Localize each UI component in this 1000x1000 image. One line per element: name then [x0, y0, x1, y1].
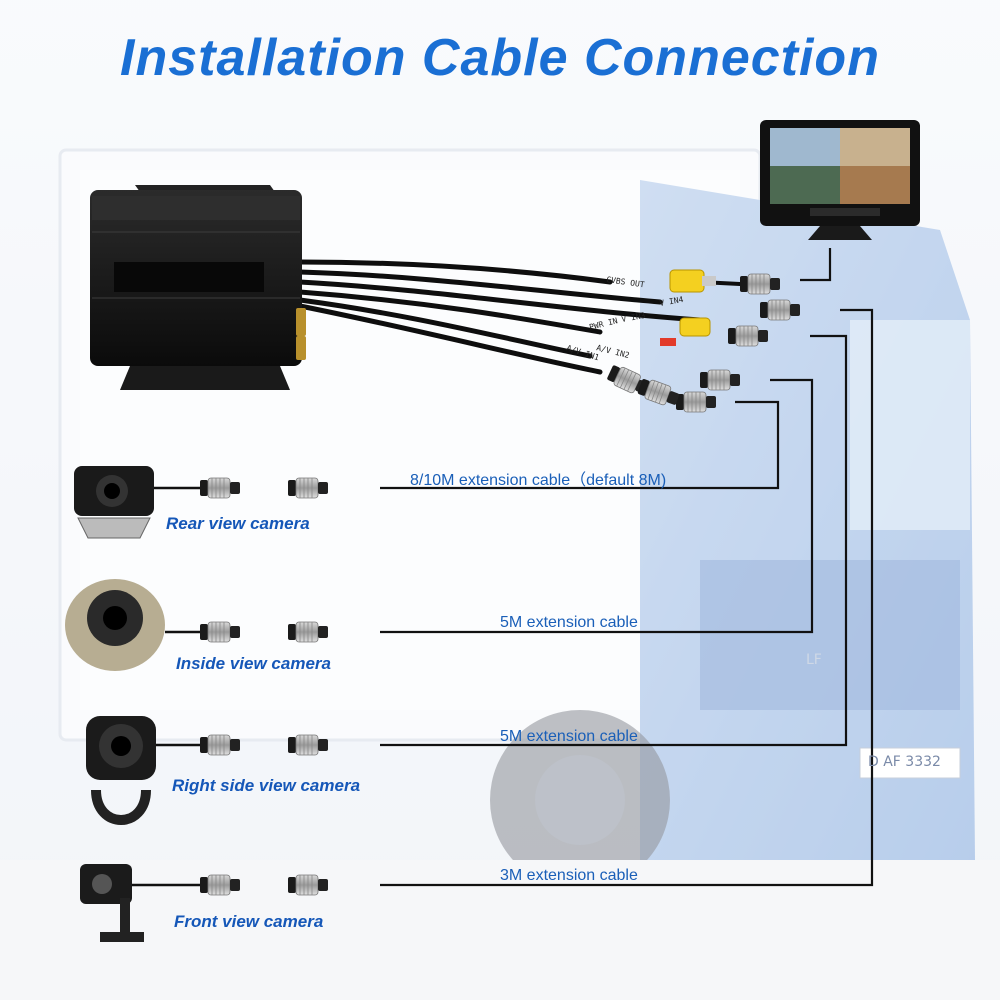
rear-camera-icon — [74, 466, 154, 539]
dvr-box-icon — [90, 185, 306, 390]
rca-connector — [660, 269, 716, 346]
license-plate: D AF 3332 — [868, 754, 941, 770]
cable-routes — [380, 248, 874, 887]
camera-label-front: Front view camera — [174, 912, 324, 931]
cable-label-inside: 5M extension cable — [500, 614, 638, 631]
side-camera-icon — [86, 716, 156, 825]
cable-label-front: 3M extension cable — [500, 867, 638, 884]
camera-label-inside: Inside view camera — [176, 654, 331, 673]
cable-label-rear: 8/10M extension cable（default 8M) — [410, 472, 667, 489]
cable-label-right-side: 5M extension cable — [500, 728, 638, 745]
front-camera-icon — [80, 864, 144, 942]
page-title: Installation Cable Connection — [120, 29, 880, 87]
camera-label-rear: Rear view camera — [166, 514, 310, 533]
dome-camera-icon — [65, 579, 165, 671]
truck-badge: LF — [806, 652, 822, 668]
camera-label-right-side: Right side view camera — [172, 776, 361, 795]
wire-harness — [297, 259, 742, 375]
port-label: V IN3 — [621, 311, 646, 324]
camera-cables — [132, 486, 200, 887]
port-label: V IN4 — [659, 295, 684, 308]
monitor-icon — [760, 120, 920, 240]
